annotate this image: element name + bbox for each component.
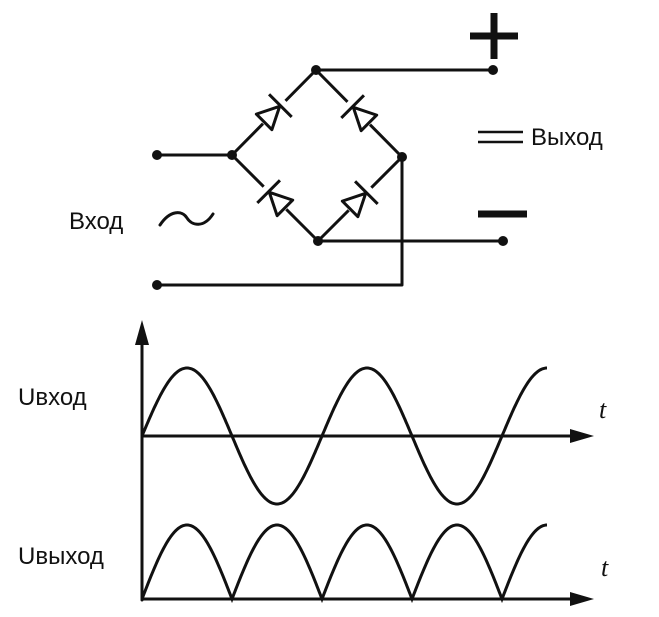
bridge-node-right	[397, 152, 407, 162]
output-rectified-wave	[140, 523, 547, 604]
diode-icon	[340, 179, 380, 219]
input-wire-bottom	[155, 155, 404, 287]
output-voltage-label: Uвыход	[18, 543, 104, 570]
input-label: Вход	[69, 208, 123, 235]
output-terminal-minus	[498, 236, 508, 246]
diode-icon	[339, 93, 379, 133]
bridge-node-left	[227, 150, 237, 160]
time-axis-top-arrow	[570, 429, 594, 443]
bridge-node-bottom	[313, 236, 323, 246]
junctions	[152, 65, 508, 290]
bridge-node-top	[311, 65, 321, 75]
input-voltage-label: Uвход	[18, 384, 87, 411]
circuit-wires	[155, 68, 505, 287]
input-terminal-top	[152, 150, 162, 160]
plus-icon	[470, 13, 518, 59]
diode-icon	[255, 178, 295, 218]
time-label-bottom: t	[601, 553, 609, 582]
equals-icon	[478, 130, 523, 144]
input-sine-wave	[140, 366, 547, 506]
voltage-axis-arrow	[135, 320, 149, 345]
diode-icon	[254, 92, 294, 132]
output-label: Выход	[531, 124, 603, 151]
output-terminal-plus	[488, 65, 498, 75]
diodes	[254, 92, 380, 219]
graph-axes	[135, 320, 594, 606]
tilde-icon	[158, 211, 215, 227]
time-axis-bottom-arrow	[570, 592, 594, 606]
input-terminal-bottom	[152, 280, 162, 290]
time-label-top: t	[599, 395, 607, 424]
